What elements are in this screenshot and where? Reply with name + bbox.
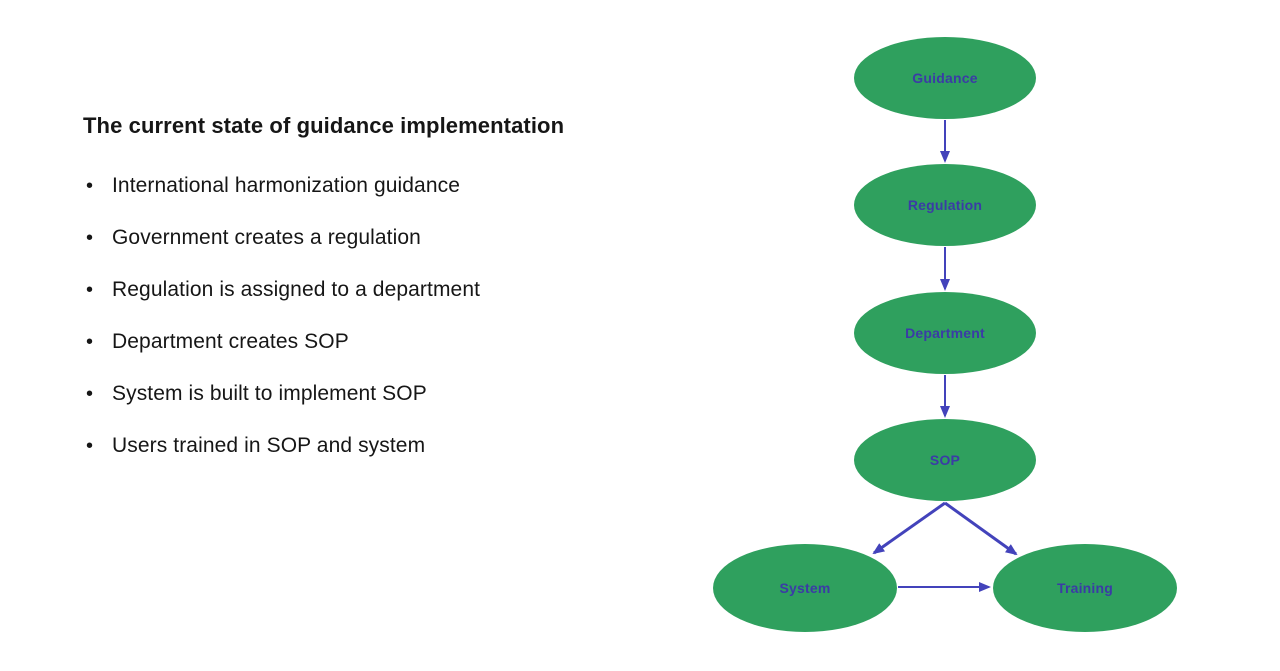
bullet-item: Department creates SOP: [83, 329, 683, 355]
edge-sop-system: [872, 501, 946, 555]
edge-sop-training: [944, 501, 1018, 556]
node-regulation: Regulation: [854, 164, 1036, 246]
node-sop: SOP: [854, 419, 1036, 501]
bullet-text: Regulation is assigned to a department: [112, 278, 481, 301]
slide-title: The current state of guidance implementa…: [83, 113, 565, 138]
node-label: Regulation: [907, 197, 983, 213]
bullet-list: International harmonization guidance Gov…: [83, 173, 683, 459]
text-column: The current state of guidance implementa…: [83, 112, 683, 485]
bullet-item: International harmonization guidance: [83, 173, 683, 199]
bullet-text: Users trained in SOP and system: [112, 434, 426, 457]
node-label: SOP: [929, 452, 961, 468]
bullet-text: Department creates SOP: [112, 330, 349, 353]
node-label: Department: [905, 325, 985, 341]
node-label: Training: [1056, 580, 1114, 596]
node-training: Training: [993, 544, 1177, 632]
node-system: System: [713, 544, 897, 632]
bullet-text: International harmonization guidance: [112, 174, 460, 197]
bullet-item: Government creates a regulation: [83, 225, 683, 251]
bullet-item: Regulation is assigned to a department: [83, 277, 683, 303]
node-label: System: [779, 580, 831, 596]
node-department: Department: [854, 292, 1036, 374]
node-guidance: Guidance: [854, 37, 1036, 119]
bullet-text: Government creates a regulation: [112, 226, 421, 249]
bullet-text: System is built to implement SOP: [112, 382, 427, 405]
bullet-item: System is built to implement SOP: [83, 381, 683, 407]
bullet-item: Users trained in SOP and system: [83, 433, 683, 459]
node-label: Guidance: [912, 70, 978, 86]
